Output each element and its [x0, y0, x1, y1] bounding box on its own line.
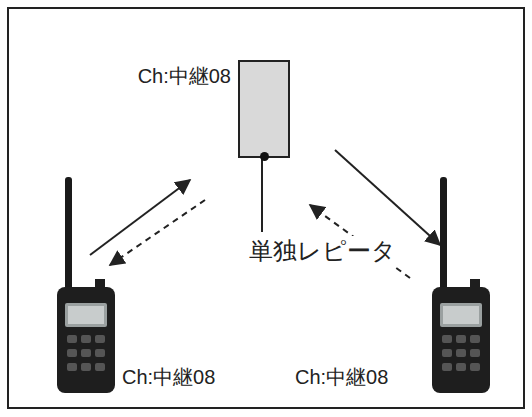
repeater-box: Ch:中継08 — [238, 60, 290, 158]
radio-node: Ch:中継08 — [430, 175, 492, 395]
leader-line — [261, 157, 263, 232]
repeater-label: 単独レピータ — [248, 236, 397, 266]
signal-arrow — [335, 150, 440, 245]
radio-node: Ch:中継08 — [55, 175, 117, 395]
radio-icon — [55, 175, 117, 395]
outer-frame — [8, 8, 524, 408]
channel-label: Ch:中継08 — [294, 365, 389, 389]
channel-label: Ch:中継08 — [121, 365, 216, 389]
radio-icon — [430, 175, 492, 395]
dashed-arrow — [110, 200, 205, 265]
channel-label: Ch:中継08 — [137, 64, 232, 88]
antenna-dot — [260, 152, 269, 161]
